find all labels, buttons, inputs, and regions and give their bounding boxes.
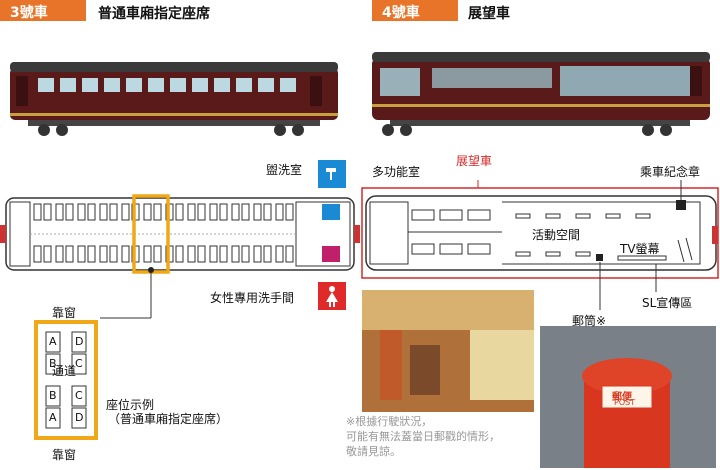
note-line: 可能有無法蓋當日郵戳的情形， xyxy=(346,430,500,443)
seat-letter: A xyxy=(49,411,57,424)
seat-letter: C xyxy=(75,357,83,370)
mailbox-sign-sub: POST xyxy=(614,398,636,407)
car4-floor-plan xyxy=(361,180,719,310)
seat-window-label-top: 靠窗 xyxy=(52,306,77,320)
car3-floor-plan xyxy=(0,194,360,319)
car4-title: 展望車 xyxy=(468,6,510,22)
seat-letter: D xyxy=(75,335,84,348)
observation-car-label: 展望車 xyxy=(456,154,493,168)
car3-number-tag: 3號車 xyxy=(0,0,86,21)
aisle-label: 通道 xyxy=(52,364,77,378)
observation-car-interior-photo xyxy=(362,290,534,412)
seat-letter: B xyxy=(49,389,57,402)
multipurpose-room-label: 多功能室 xyxy=(372,165,421,179)
note-line: 敬請見諒。 xyxy=(346,445,401,458)
washroom-icon xyxy=(318,160,346,188)
mailbox-photo xyxy=(540,326,716,468)
car3-exterior-illustration xyxy=(10,62,338,136)
seat-example-panel xyxy=(34,320,98,440)
mailbox-note: ※根據行駛狀況， 可能有無法蓋當日郵戳的情形， 敬請見諒。 xyxy=(346,414,500,459)
seat-letter: A xyxy=(49,335,57,348)
seat-example-caption-sub: （普通車廂指定座席） xyxy=(108,412,229,426)
seat-window-label-bottom: 靠窗 xyxy=(52,448,77,462)
seat-letter: D xyxy=(75,411,84,424)
note-line: ※根據行駛狀況， xyxy=(346,415,433,428)
stamp-label: 乘車紀念章 xyxy=(640,165,701,179)
car4-number-tag: 4號車 xyxy=(372,0,458,21)
car4-exterior-illustration xyxy=(372,52,710,136)
sl-promo-label: SL宣傳區 xyxy=(642,296,693,310)
mailbox-label: 郵筒※ xyxy=(572,314,607,328)
tv-label: TV螢幕 xyxy=(620,242,660,256)
washroom-label: 盥洗室 xyxy=(266,163,303,177)
seat-example-caption: 座位示例 xyxy=(106,398,155,412)
seat-letter: C xyxy=(75,389,83,402)
mailbox-sign-text: 郵便 xyxy=(612,392,632,403)
seat-letter: B xyxy=(49,357,57,370)
activity-space-label: 活動空間 xyxy=(532,228,581,242)
womens-toilet-label: 女性專用洗手間 xyxy=(210,291,295,305)
womens-toilet-icon xyxy=(318,282,346,310)
car3-title: 普通車廂指定座席 xyxy=(98,6,210,22)
